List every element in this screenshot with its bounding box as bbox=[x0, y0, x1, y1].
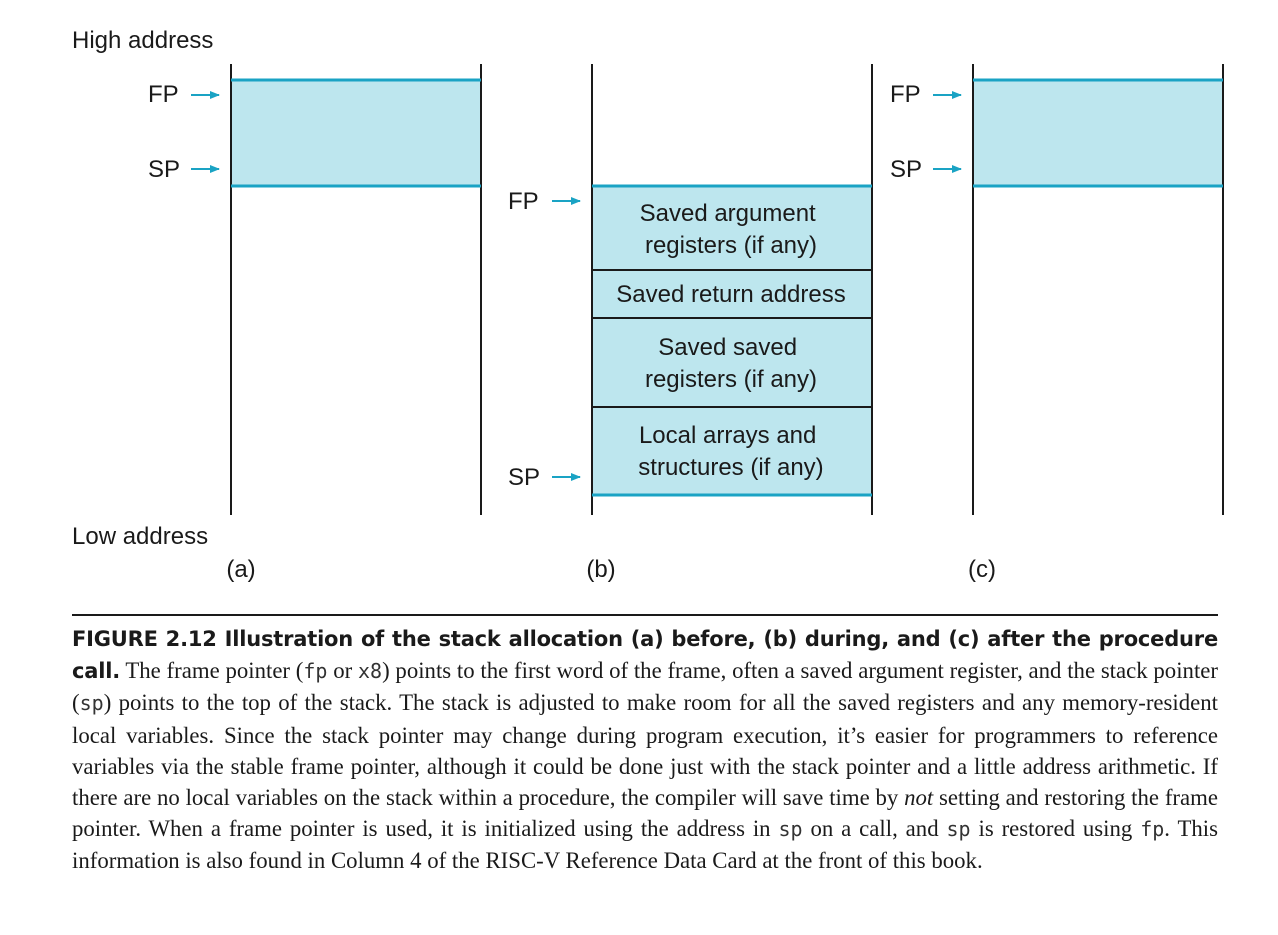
caption-code-sp: sp bbox=[946, 817, 971, 842]
fp-label-a: FP bbox=[148, 81, 179, 108]
cell-saved-argument-registers: Saved argument registers (if any) bbox=[640, 200, 823, 259]
caption-text: . This information is also found in Colu… bbox=[72, 816, 1219, 874]
cell-local-arrays-structures: Local arrays and structures (if any) bbox=[638, 422, 823, 481]
caption-text: The frame pointer ( bbox=[120, 658, 304, 684]
panel-c: FP SP (c) bbox=[890, 64, 1224, 583]
low-address-label: Low address bbox=[72, 523, 208, 550]
cell-saved-saved-registers: Saved saved registers (if any) bbox=[645, 334, 817, 393]
caption-text: ) points to the top of the stack. The st… bbox=[72, 690, 1218, 811]
panel-a: FP SP (a) bbox=[148, 64, 482, 583]
high-address-label: High address bbox=[72, 27, 213, 54]
caption-code-fp: fp bbox=[303, 659, 328, 684]
caption-rule bbox=[72, 614, 1218, 616]
panel-label-c: (c) bbox=[968, 556, 996, 583]
caption-code-fp: fp bbox=[1140, 817, 1165, 842]
fp-label-c: FP bbox=[890, 81, 921, 108]
stack-allocation-diagram: High address Low address FP SP (a) Saved… bbox=[72, 27, 1224, 583]
caption-emphasis-not: not bbox=[904, 785, 934, 811]
caption-code-sp: sp bbox=[79, 691, 104, 716]
stack-frame-b bbox=[592, 186, 872, 495]
fp-label-b: FP bbox=[508, 188, 539, 215]
sp-label-b: SP bbox=[508, 464, 540, 491]
stack-frame-a bbox=[231, 80, 481, 186]
caption-heading: FIGURE 2.12 Illustration of the stack al… bbox=[72, 627, 1218, 684]
caption-text: is restored using bbox=[970, 816, 1141, 842]
sp-label-c: SP bbox=[890, 156, 922, 183]
panel-b: Saved argument registers (if any) Saved … bbox=[508, 64, 873, 583]
cell-saved-return-address: Saved return address bbox=[616, 281, 845, 308]
caption-code-sp: sp bbox=[778, 817, 803, 842]
stack-frame-c bbox=[973, 80, 1223, 186]
caption-text: ) points to the first word of the frame,… bbox=[72, 658, 1218, 716]
panel-label-a: (a) bbox=[226, 556, 255, 583]
sp-label-a: SP bbox=[148, 156, 180, 183]
caption-code-x8: x8 bbox=[357, 659, 383, 684]
caption-text: on a call, and bbox=[802, 816, 947, 842]
figure-caption: FIGURE 2.12 Illustration of the stack al… bbox=[72, 623, 1218, 877]
caption-text: or bbox=[327, 658, 358, 684]
panel-label-b: (b) bbox=[586, 556, 615, 583]
caption-text: setting and restoring the frame pointer.… bbox=[72, 785, 1218, 842]
